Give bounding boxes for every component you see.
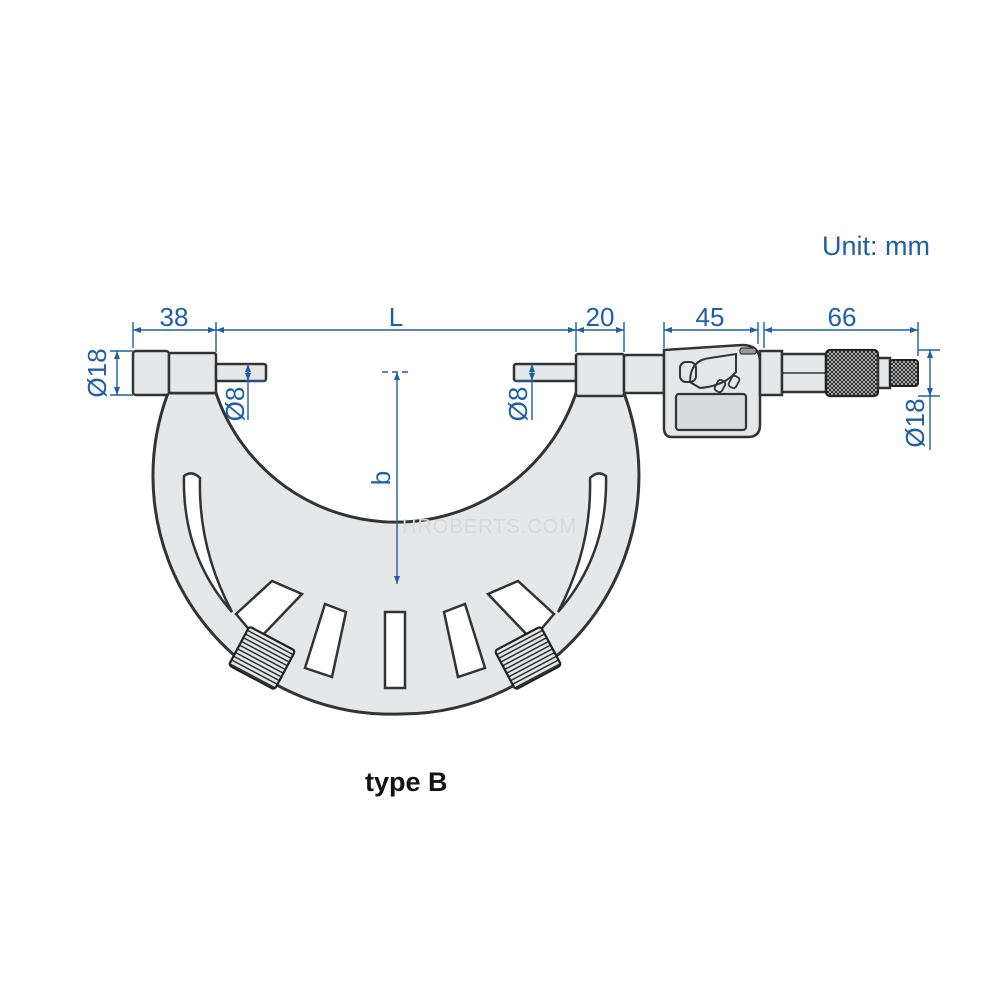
dimension-b: b: [366, 471, 396, 485]
dimension-45: 45: [696, 302, 725, 332]
dimension-lines: [110, 322, 940, 584]
dimension-38: 38: [160, 302, 189, 332]
diagram-caption: type B: [365, 767, 448, 797]
dimension-20: 20: [586, 302, 615, 332]
dimension-l: L: [389, 302, 403, 332]
watermark: HROBERTS.COM: [402, 516, 577, 538]
dimension-66: 66: [828, 302, 857, 332]
dimension-dia18-right: Ø18: [900, 398, 930, 447]
micrometer-frame: [151, 391, 641, 716]
unit-label: Unit: mm: [822, 231, 930, 261]
dimension-dia8-anvil: Ø8: [220, 387, 250, 422]
dimension-dia8-spindle: Ø8: [503, 387, 533, 422]
anvil-assembly: [131, 349, 268, 397]
spindle-assembly: [512, 343, 919, 439]
dimension-dia18-left: Ø18: [82, 348, 112, 397]
